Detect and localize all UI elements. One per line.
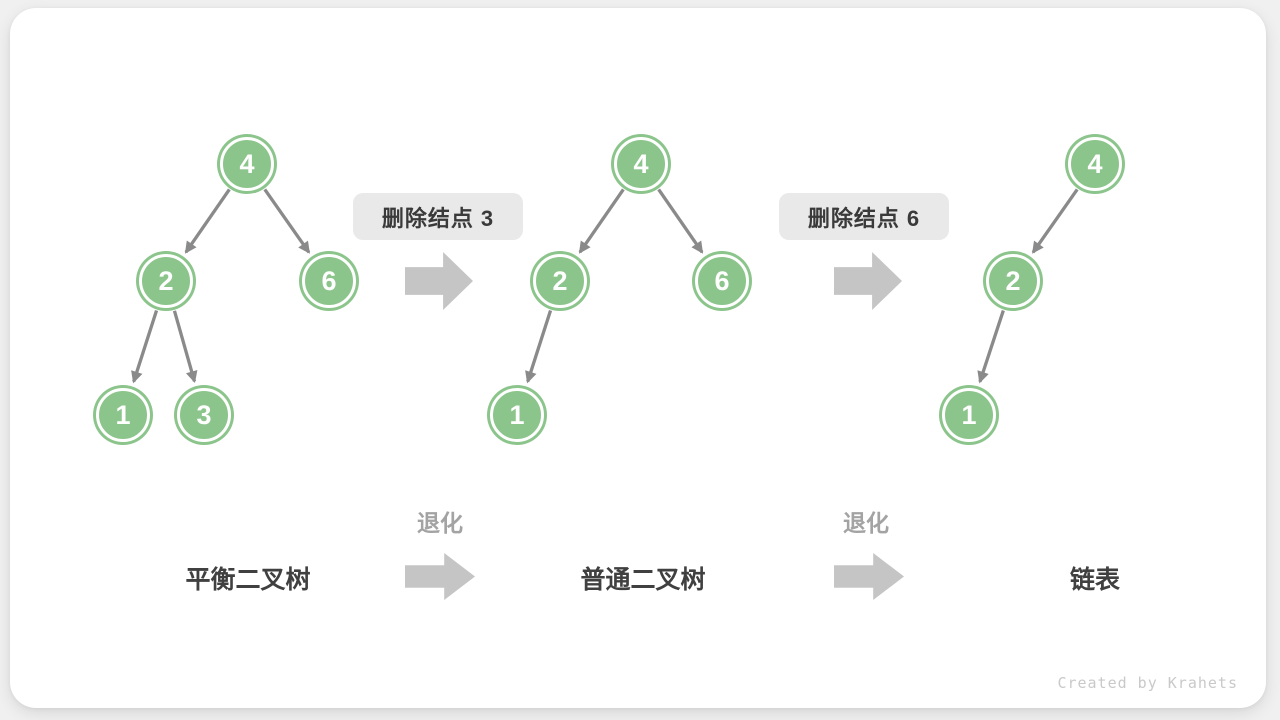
- tree-edge: [657, 188, 704, 254]
- tree-edge: [977, 309, 1005, 384]
- tree-node: 1: [490, 388, 544, 442]
- tree-edge: [263, 188, 311, 254]
- tree-edge: [131, 310, 159, 384]
- stage-label-balanced-binary-tree: 平衡二叉树: [185, 566, 311, 594]
- tree-edge: [578, 188, 625, 254]
- delete-node-3-badge: 删除结点 3: [353, 193, 523, 240]
- tree-node: 2: [533, 254, 587, 308]
- tree-node: 6: [695, 254, 749, 308]
- tree-edge: [1031, 188, 1079, 254]
- tree-edge: [525, 310, 553, 384]
- degrade-label: 退化: [843, 510, 889, 536]
- tree-node: 3: [177, 388, 231, 442]
- tree-node: 4: [220, 137, 274, 191]
- stage-label-linked-list: 链表: [1069, 566, 1120, 594]
- tree-edge: [184, 188, 231, 254]
- tree-node: 2: [139, 254, 193, 308]
- tree-node: 1: [96, 388, 150, 442]
- stage-label-ordinary-binary-tree: 普通二叉树: [580, 566, 706, 594]
- tree-node: 2: [986, 254, 1040, 308]
- tree-node: 6: [302, 254, 356, 308]
- tree-node: 4: [1068, 137, 1122, 191]
- tree-node: 1: [942, 388, 996, 442]
- degrade-label: 退化: [417, 510, 463, 536]
- watermark: Created by Krahets: [1057, 674, 1238, 692]
- tree-edge: [172, 310, 198, 384]
- delete-node-6-badge: 删除结点 6: [779, 193, 949, 240]
- figure-card: [10, 8, 1266, 708]
- tree-node: 4: [614, 137, 668, 191]
